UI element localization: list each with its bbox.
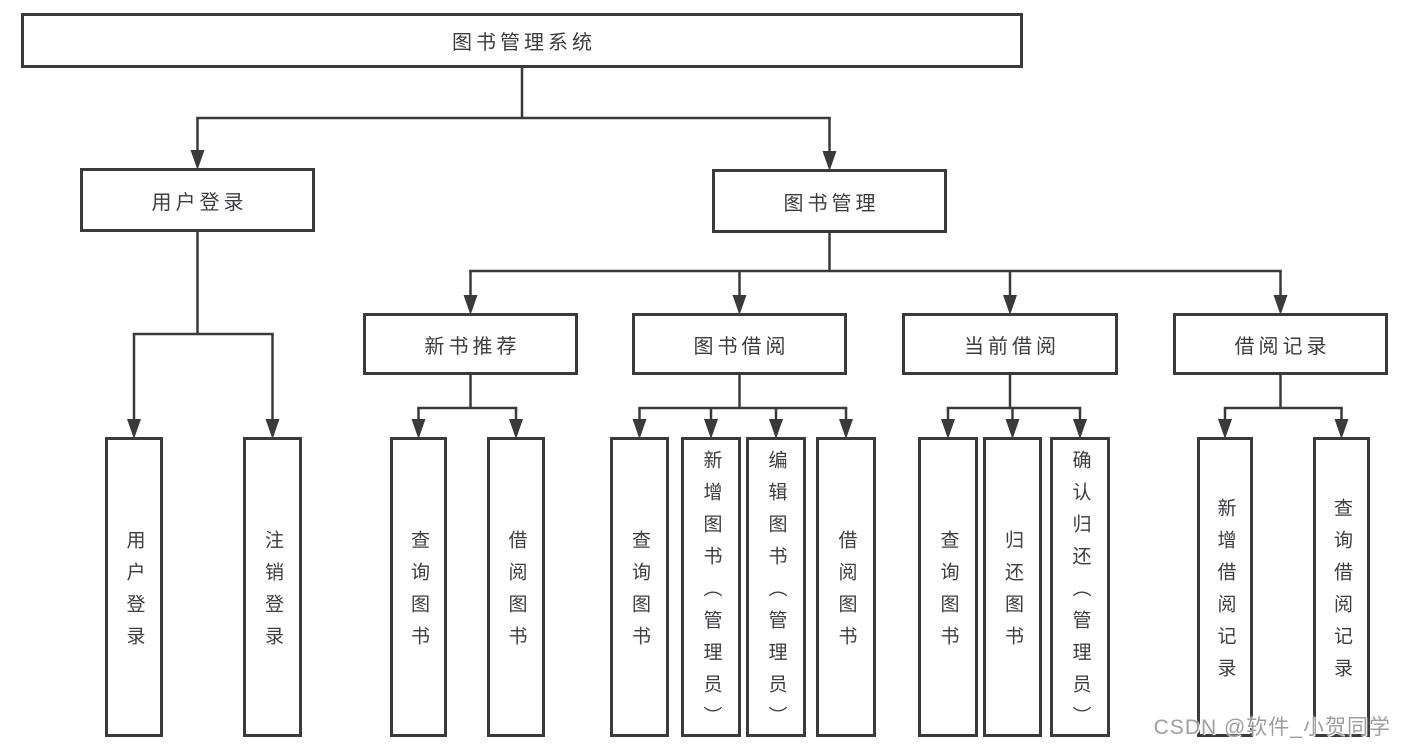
watermark: CSDN @软件_小贺同学: [1153, 716, 1391, 739]
node-leaf-add-books: 新增图书（管理员）: [681, 437, 741, 738]
arrowhead: [632, 419, 647, 439]
node-leaf-confirm-return: 确认归还（管理员）: [1050, 437, 1110, 738]
node-label-leaf-query-borrow-rec: 查询借阅记录: [1331, 497, 1352, 690]
arrowhead: [509, 419, 523, 439]
node-book-borrow: 图书借阅: [632, 313, 847, 375]
node-label-leaf-borrow-books-2: 借阅图书: [835, 529, 857, 658]
arrowhead: [839, 419, 853, 439]
arrowhead: [463, 295, 478, 315]
node-leaf-query-books-1: 查询图书: [390, 437, 447, 737]
node-leaf-query-books-3: 查询图书: [918, 437, 978, 737]
node-label-leaf-query-books-2: 查询图书: [629, 529, 650, 658]
node-current-borrow: 当前借阅: [902, 313, 1118, 375]
node-label-book-borrow: 图书借阅: [693, 335, 790, 358]
node-book-mgmt: 图书管理: [712, 169, 947, 233]
node-label-leaf-borrow-books-1: 借阅图书: [505, 529, 527, 658]
node-leaf-logout: 注销登录: [243, 437, 302, 737]
node-root: 图书管理系统: [21, 13, 1023, 68]
node-label-leaf-confirm-return: 确认归还（管理员）: [1069, 449, 1091, 738]
arrowhead: [704, 419, 718, 439]
node-leaf-user-login: 用户登录: [105, 437, 163, 737]
node-label-new-book-rec: 新书推荐: [424, 335, 521, 358]
node-leaf-borrow-books-1: 借阅图书: [487, 437, 545, 737]
arrowhead: [1334, 419, 1349, 439]
node-leaf-borrow-books-2: 借阅图书: [816, 437, 876, 737]
arrowhead: [769, 419, 783, 439]
node-user-login: 用户登录: [80, 168, 315, 232]
arrowhead: [411, 419, 426, 439]
node-leaf-edit-books: 编辑图书（管理员）: [746, 437, 806, 738]
arrowhead: [1003, 295, 1017, 315]
node-leaf-query-books-2: 查询图书: [610, 437, 669, 737]
node-label-leaf-user-login: 用户登录: [123, 529, 145, 658]
node-leaf-query-borrow-rec: 查询借阅记录: [1313, 437, 1370, 737]
arrowhead: [1005, 419, 1020, 439]
node-label-leaf-add-books: 新增图书（管理员）: [700, 449, 722, 738]
node-label-user-login: 用户登录: [151, 191, 248, 214]
node-new-book-rec: 新书推荐: [363, 313, 578, 375]
node-label-leaf-edit-books: 编辑图书（管理员）: [765, 449, 787, 738]
node-label-root: 图书管理系统: [452, 32, 596, 54]
arrowhead: [190, 150, 205, 170]
arrowhead: [1218, 419, 1232, 439]
node-label-current-borrow: 当前借阅: [964, 335, 1060, 358]
arrowhead: [822, 151, 837, 171]
node-borrow-records: 借阅记录: [1173, 313, 1388, 375]
arrowhead: [732, 295, 747, 315]
node-leaf-return-books: 归还图书: [983, 437, 1042, 737]
node-label-leaf-return-books: 归还图书: [1002, 529, 1023, 658]
node-label-book-mgmt: 图书管理: [783, 192, 880, 215]
arrowhead: [265, 419, 280, 439]
arrowhead: [1073, 419, 1087, 439]
node-label-borrow-records: 借阅记录: [1234, 335, 1331, 358]
node-label-leaf-query-books-3: 查询图书: [937, 529, 959, 658]
node-leaf-add-borrow-rec: 新增借阅记录: [1197, 437, 1253, 737]
arrowhead: [941, 419, 955, 439]
arrowhead: [127, 419, 141, 439]
node-label-leaf-query-books-1: 查询图书: [408, 529, 429, 658]
node-label-leaf-logout: 注销登录: [262, 529, 283, 658]
node-label-leaf-add-borrow-rec: 新增借阅记录: [1214, 497, 1236, 690]
arrowhead: [1273, 295, 1288, 315]
